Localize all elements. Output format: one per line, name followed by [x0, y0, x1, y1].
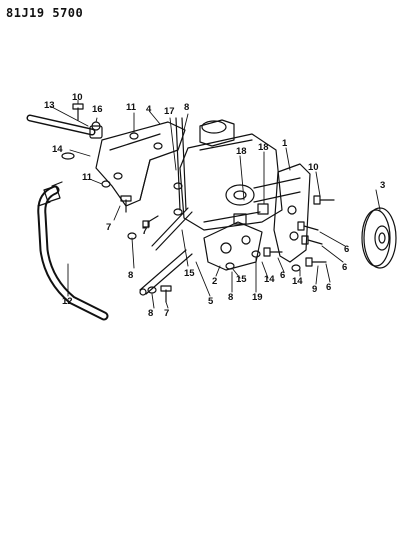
- upper-hose: [26, 114, 103, 139]
- front-bracket: [273, 163, 311, 263]
- callout-18: 18: [236, 146, 247, 157]
- pulley: [361, 207, 397, 269]
- callout-15: 15: [184, 268, 195, 279]
- callout-7: 7: [106, 222, 111, 233]
- adjusting-strap: [151, 117, 193, 251]
- diagram-code: 81J19 5700: [6, 6, 84, 20]
- callout-10: 10: [72, 92, 83, 103]
- callout-5: 5: [208, 296, 214, 307]
- callout-labels: 13 10 16 11 4 17 8 18 18 1 14 11 10 3 7 …: [44, 92, 385, 319]
- callout-17: 17: [164, 106, 175, 117]
- callout-14: 14: [292, 276, 303, 287]
- callout-4: 4: [146, 104, 152, 115]
- callout-8: 8: [184, 102, 189, 113]
- callout-16: 16: [92, 104, 103, 115]
- callout-8: 8: [228, 292, 233, 303]
- pressure-hose: [37, 181, 109, 321]
- callout-13: 13: [44, 100, 55, 111]
- callout-2: 2: [212, 276, 217, 287]
- callout-10: 10: [308, 162, 319, 173]
- callout-1: 1: [282, 138, 288, 149]
- callout-18: 18: [258, 142, 269, 153]
- callout-6: 6: [280, 270, 285, 281]
- callout-12: 12: [62, 296, 73, 307]
- callout-6: 6: [342, 262, 347, 273]
- callout-9: 9: [312, 284, 317, 295]
- callout-8: 8: [128, 270, 133, 281]
- callout-11: 11: [126, 102, 137, 113]
- callout-7: 7: [164, 308, 169, 319]
- leader-lines: [49, 99, 381, 309]
- callout-14: 14: [52, 144, 63, 155]
- callout-11: 11: [82, 172, 93, 183]
- hardware: [61, 103, 335, 303]
- callout-8: 8: [148, 308, 153, 319]
- callout-19: 19: [252, 292, 263, 303]
- callout-15: 15: [236, 274, 247, 285]
- callout-7: 7: [142, 226, 147, 237]
- callout-14: 14: [264, 274, 275, 285]
- callout-3: 3: [380, 180, 385, 191]
- callout-6: 6: [344, 244, 349, 255]
- callout-6: 6: [326, 282, 331, 293]
